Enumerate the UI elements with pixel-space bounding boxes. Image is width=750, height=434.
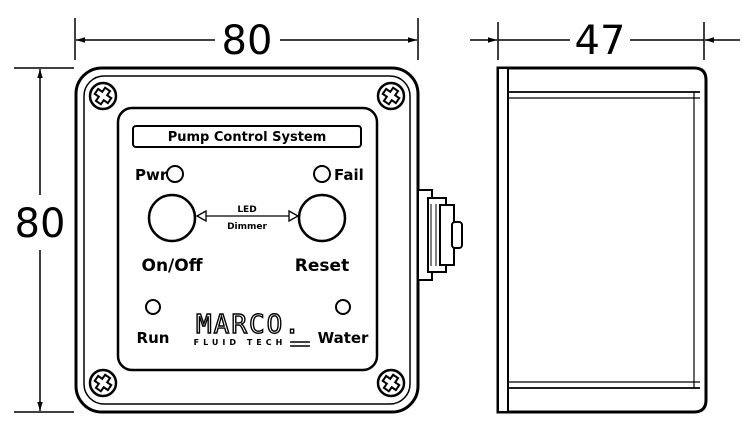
brand-logo: MARCO. FLUID TECH bbox=[194, 309, 310, 347]
depth-dimension: 47 bbox=[470, 18, 740, 64]
water-led bbox=[335, 299, 351, 315]
screw-icon bbox=[88, 81, 118, 111]
brand-name: MARCO. bbox=[196, 310, 302, 340]
water-label: Water bbox=[318, 329, 369, 347]
width-dimension: 80 bbox=[74, 18, 419, 64]
arrow-right-icon bbox=[288, 209, 300, 223]
brand-subtitle: FLUID TECH bbox=[194, 338, 287, 347]
height-dimension-value: 80 bbox=[15, 201, 66, 247]
reset-button bbox=[297, 193, 347, 243]
run-label: Run bbox=[137, 329, 170, 347]
width-dimension-value: 80 bbox=[222, 18, 273, 64]
depth-dimension-value: 47 bbox=[575, 18, 626, 64]
run-led bbox=[145, 299, 161, 315]
arrow-left-icon bbox=[195, 209, 207, 223]
front-view: Pump Control System Pwr Fail LED Dimmer … bbox=[74, 66, 420, 414]
onoff-button bbox=[147, 193, 197, 243]
screw-icon bbox=[376, 81, 406, 111]
fail-label: Fail bbox=[334, 166, 364, 184]
onoff-label: On/Off bbox=[142, 256, 203, 276]
screw-icon bbox=[88, 368, 118, 398]
dimmer-label: Dimmer bbox=[227, 222, 267, 232]
title-strip bbox=[132, 125, 362, 148]
fail-led bbox=[313, 165, 331, 183]
height-dimension: 80 bbox=[14, 67, 74, 413]
led-label: LED bbox=[237, 205, 256, 215]
screw-icon bbox=[376, 368, 406, 398]
panel-title: Pump Control System bbox=[168, 130, 327, 145]
power-label: Pwr bbox=[135, 166, 168, 184]
reset-label: Reset bbox=[295, 256, 349, 276]
power-led bbox=[166, 165, 184, 183]
side-view bbox=[417, 66, 708, 414]
